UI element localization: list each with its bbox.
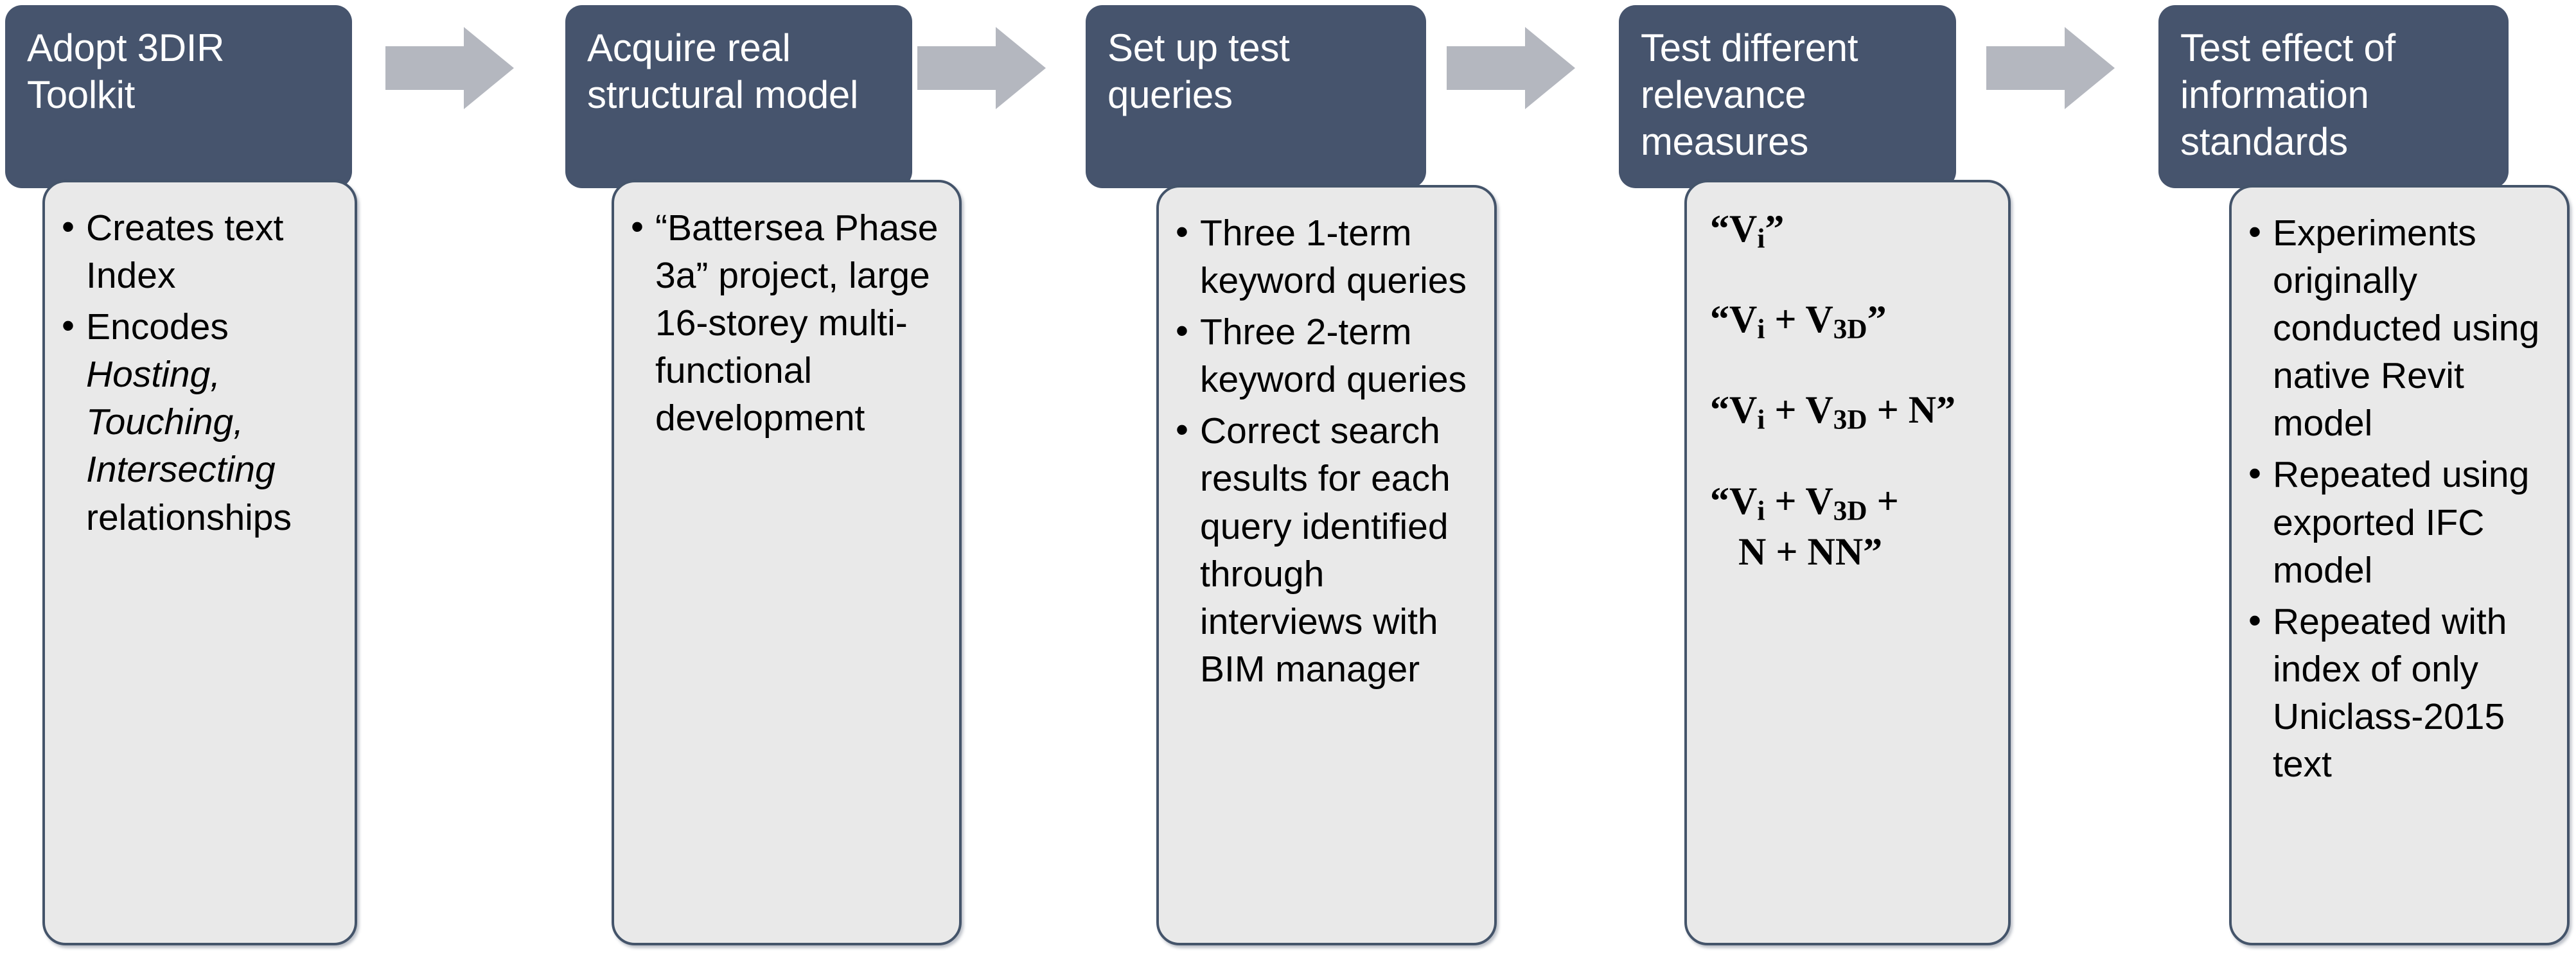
bullet-text: Three 1-term keyword queries [1200,213,1467,302]
relevance-measure-formula: “Vi” [1710,207,1785,254]
relevance-measure-formula: “Vi + V3D” [1710,298,1887,345]
bullet-text: Repeated with index of only Uniclass-201… [2273,600,2507,785]
step-2-detail-panel: “Battersea Phase 3a” project, large 16-s… [612,180,962,945]
step-5-detail-panel: Experiments originally conducted using n… [2229,185,2570,945]
arrow-right-icon [917,27,1046,109]
bullet-text: “Battersea Phase 3a” project, large 16-s… [655,207,939,439]
arrow-step4-to-step5 [1986,27,2115,109]
list-item: Three 2-term keyword queries [1170,307,1483,403]
arrow-step2-to-step3 [917,27,1046,109]
step-4-header: Test different relevance measures [1619,5,1956,188]
step-4-detail-panel: “Vi” “Vi + V3D” “Vi + V3D + N” “Vi + V3D +N… [1684,180,2011,945]
step-5-header: Test effect of information standards [2158,5,2509,188]
step-1-detail-panel: Creates text IndexEncodes Hosting, Touch… [42,180,357,945]
arrow-step1-to-step2 [385,27,514,109]
arrow-step3-to-step4 [1447,27,1575,109]
bullet-text: Repeated using exported IFC model [2273,454,2530,591]
step-5-bullet-list: Experiments originally conducted using n… [2232,188,2567,805]
list-item: Repeated with index of only Uniclass-201… [2243,597,2555,788]
bullet-text: Correct search results for each query id… [1200,410,1451,690]
step-2-bullet-list: “Battersea Phase 3a” project, large 16-s… [614,182,959,459]
step-2-header: Acquire real structural model [565,5,912,188]
relevance-measure-formula: “Vi + V3D + N” [1710,389,1956,435]
emphasis-text: Hosting, Touching, Intersecting [86,354,276,491]
relevance-measure-formula: “Vi + V3D +N + NN” [1710,479,1899,573]
list-item: Creates text Index [57,203,343,299]
bullet-text: Creates text Index [86,207,284,297]
list-item: “Battersea Phase 3a” project, large 16-s… [626,203,948,442]
bullet-text: Encodes [86,306,229,348]
bullet-text: Experiments originally conducted using n… [2273,213,2540,444]
bullet-text: relationships [86,496,292,538]
list-item: Experiments originally conducted using n… [2243,208,2555,447]
list-item: Encodes Hosting, Touching, Intersecting … [57,302,343,541]
arrow-right-icon [1447,27,1575,109]
bullet-text: Three 2-term keyword queries [1200,311,1467,401]
step-3-bullet-list: Three 1-term keyword queriesThree 2-term… [1159,188,1494,710]
step-3-header: Set up test queries [1086,5,1426,188]
step-1-bullet-list: Creates text IndexEncodes Hosting, Touch… [45,182,355,558]
list-item: Correct search results for each query id… [1170,406,1483,693]
arrow-right-icon [385,27,514,109]
step-4-formula-list: “Vi” “Vi + V3D” “Vi + V3D + N” “Vi + V3D +N… [1687,182,2008,575]
list-item: Repeated using exported IFC model [2243,450,2555,593]
step-1-header: Adopt 3DIR Toolkit [5,5,352,188]
arrow-right-icon [1986,27,2115,109]
step-3-detail-panel: Three 1-term keyword queriesThree 2-term… [1156,185,1497,945]
list-item: Three 1-term keyword queries [1170,208,1483,304]
